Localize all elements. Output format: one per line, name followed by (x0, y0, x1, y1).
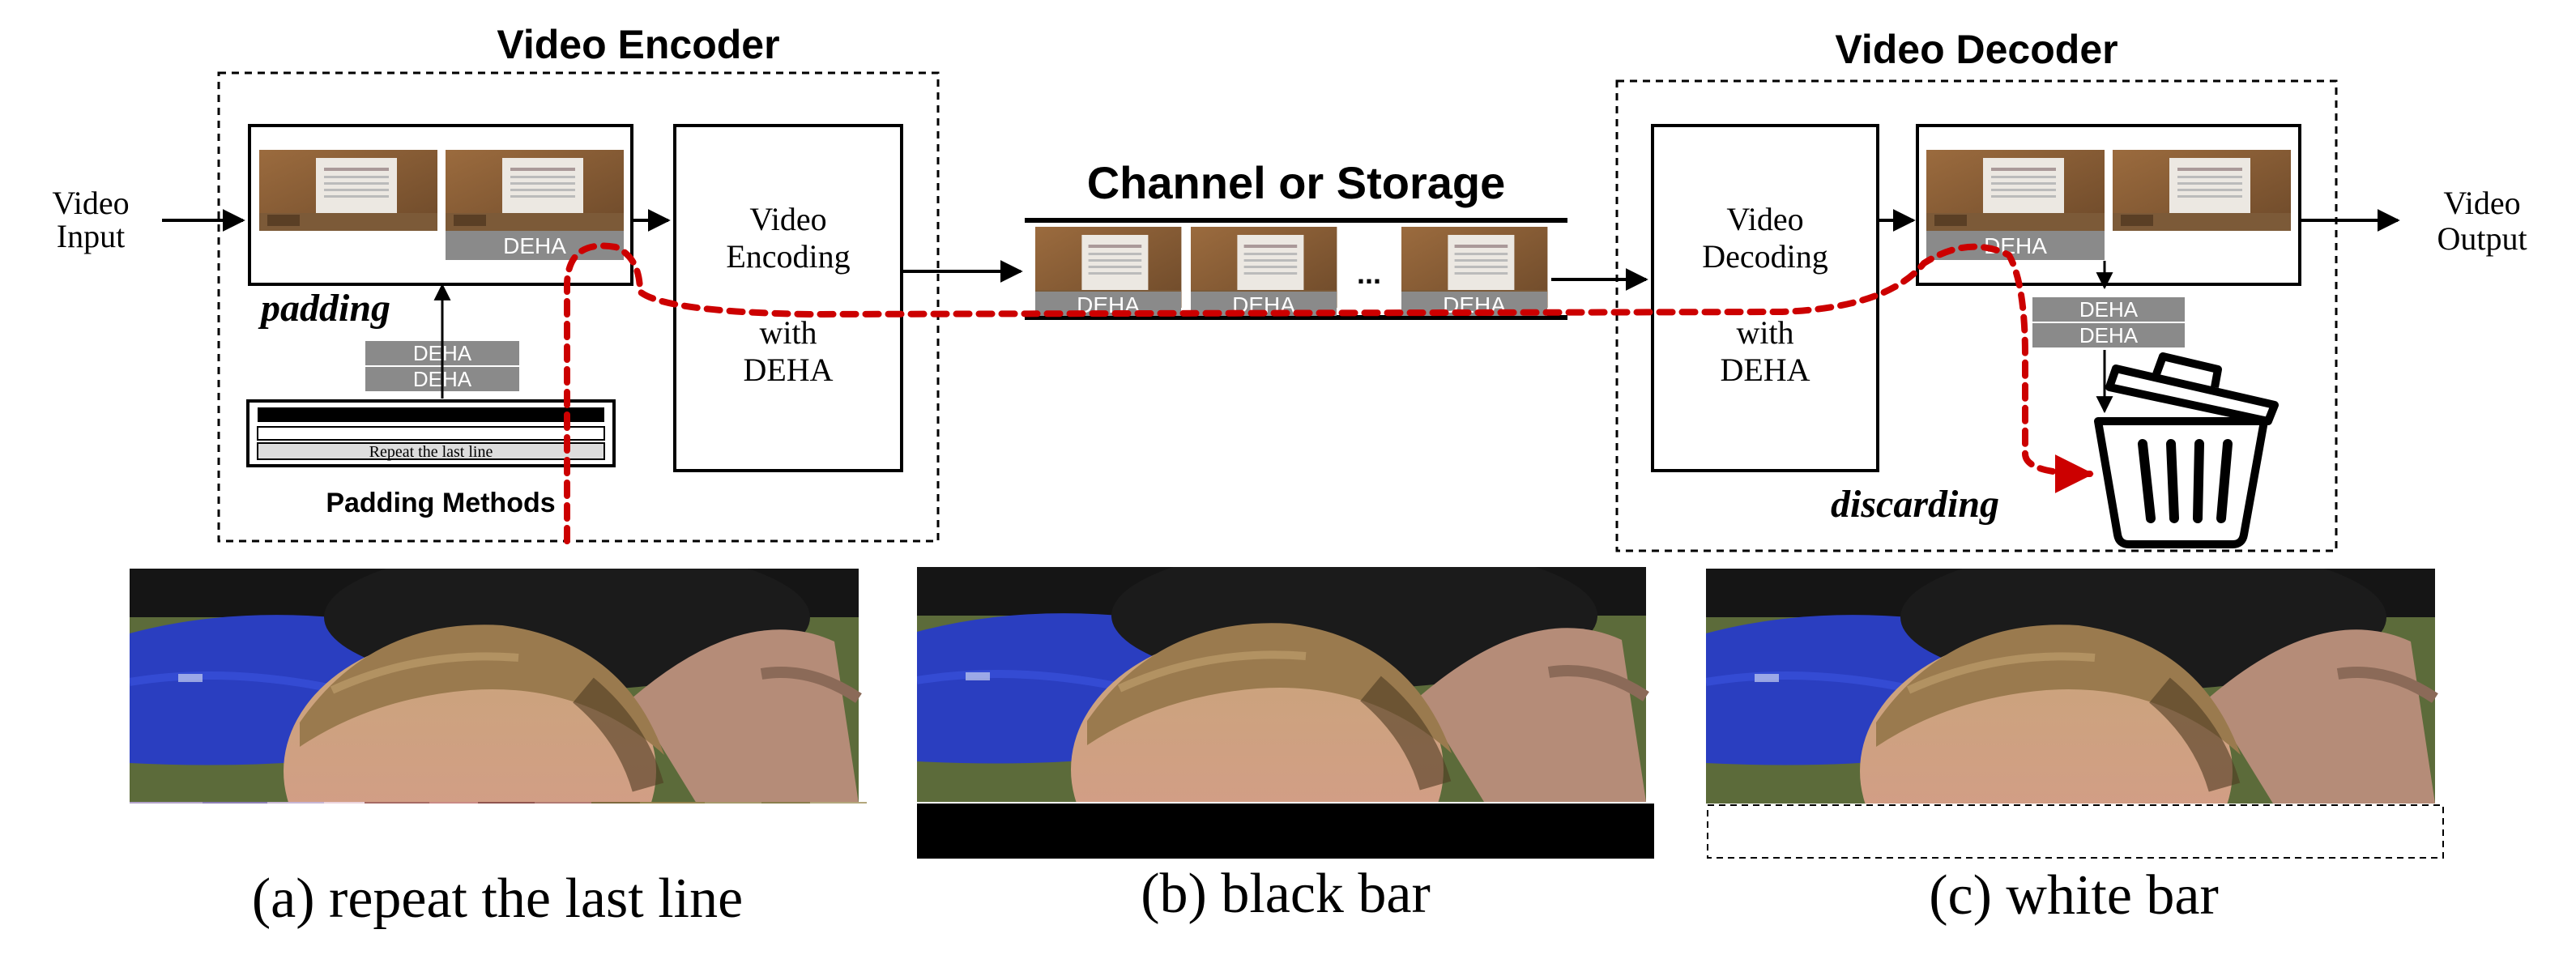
decoder-deha-stack-row (2031, 322, 2186, 349)
video-input-label-2: Input (57, 218, 125, 254)
encoder-deha-tag-label: DEHA (503, 233, 566, 258)
white-bar-swatch (257, 426, 605, 441)
decoder-deha-stack-label: DEHA (2079, 323, 2139, 347)
channel-title: Channel or Storage (1087, 157, 1506, 208)
repeat-bar-frame (130, 804, 867, 860)
decoder-deha-stack-label: DEHA (2079, 297, 2139, 322)
decoding-line-4: DEHA (1720, 352, 1810, 388)
caption-a: (a) repeat the last line (252, 868, 743, 930)
trash-can-icon (2094, 352, 2279, 548)
padding-label: padding (258, 287, 390, 330)
input-frame-thumbnail (259, 150, 437, 231)
input-frame-thumbnail (446, 150, 624, 231)
repeat-last-line-bar (130, 802, 867, 804)
repeat-line-label: Repeat the last line (369, 443, 493, 461)
padding-methods-label: Padding Methods (326, 488, 555, 518)
example-image-repeat (130, 544, 867, 804)
channel-deha-label: DEHA (1443, 292, 1506, 318)
decoder-deha-tag (1926, 231, 2105, 260)
white-bar (1707, 804, 2444, 859)
decoder-deha-stack-row (2031, 296, 2186, 323)
decoder-boundary (1615, 79, 2338, 552)
caption-b: (b) black bar (1141, 863, 1431, 925)
black-bar (917, 804, 1654, 859)
encoder-title: Video Encoder (497, 22, 779, 67)
repeat-line-swatch (257, 442, 605, 460)
encoding-line-3: with (759, 314, 817, 351)
decoder-title: Video Decoder (1835, 27, 2118, 72)
decoder-deha-tag-label: DEHA (1984, 233, 2047, 258)
encoding-line-2: Encoding (726, 238, 850, 275)
video-output-label-1: Video (2443, 185, 2520, 221)
video-encoding-box (673, 124, 903, 472)
video-decoding-box (1651, 124, 1879, 472)
output-frame-thumbnail (1926, 150, 2105, 231)
encoder-boundary (217, 71, 940, 543)
black-bar-swatch (258, 407, 604, 422)
deha-flow-path (564, 242, 2094, 544)
caption-c: (c) white bar (1929, 864, 2219, 927)
decoding-line-3: with (1736, 314, 1793, 351)
video-input-label-1: Video (52, 185, 129, 221)
output-frame-thumbnail (2113, 150, 2291, 231)
decoding-line-2: Decoding (1702, 238, 1828, 275)
ellipsis: ... (1357, 257, 1381, 290)
encoding-line-4: DEHA (743, 352, 833, 388)
decoding-line-1: Video (1726, 201, 1803, 237)
encoding-line-1: Video (749, 201, 826, 237)
discarding-label: discarding (1831, 483, 1999, 526)
video-output-label-2: Output (2437, 220, 2527, 257)
